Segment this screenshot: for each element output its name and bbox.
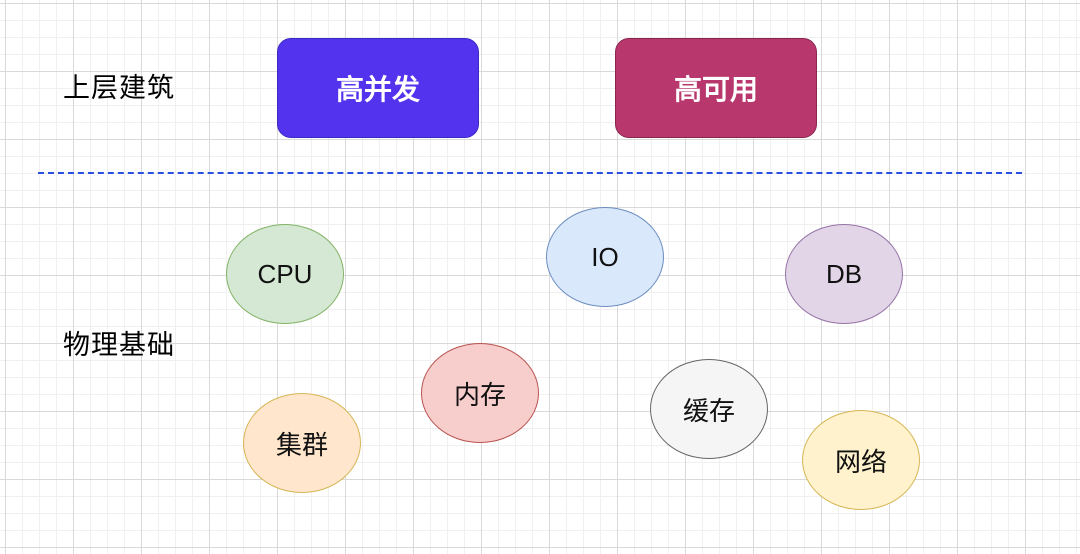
node-io[interactable]: IO [546, 207, 664, 307]
node-network[interactable]: 网络 [802, 410, 920, 510]
node-db[interactable]: DB [785, 224, 903, 324]
high-availability-label: 高可用 [673, 73, 758, 106]
node-cpu[interactable]: CPU [226, 224, 344, 324]
node-io-label: IO [591, 241, 619, 272]
node-cluster-label: 集群 [275, 429, 328, 460]
node-cache[interactable]: 缓存 [650, 359, 768, 459]
high-concurrency-box[interactable]: 高并发 [277, 38, 479, 138]
node-network-label: 网络 [834, 446, 887, 477]
physical-layer-label: 物理基础 [63, 330, 175, 361]
node-cache-label: 缓存 [682, 395, 735, 426]
node-memory-label: 内存 [453, 379, 506, 410]
node-db-label: DB [825, 258, 863, 289]
high-concurrency-label: 高并发 [335, 73, 420, 106]
upper-layer-label: 上层建筑 [63, 73, 175, 104]
high-availability-box[interactable]: 高可用 [615, 38, 817, 138]
node-cpu-label: CPU [257, 258, 313, 289]
node-cluster[interactable]: 集群 [243, 393, 361, 493]
node-memory[interactable]: 内存 [421, 343, 539, 443]
layer-divider-line [38, 172, 1022, 174]
